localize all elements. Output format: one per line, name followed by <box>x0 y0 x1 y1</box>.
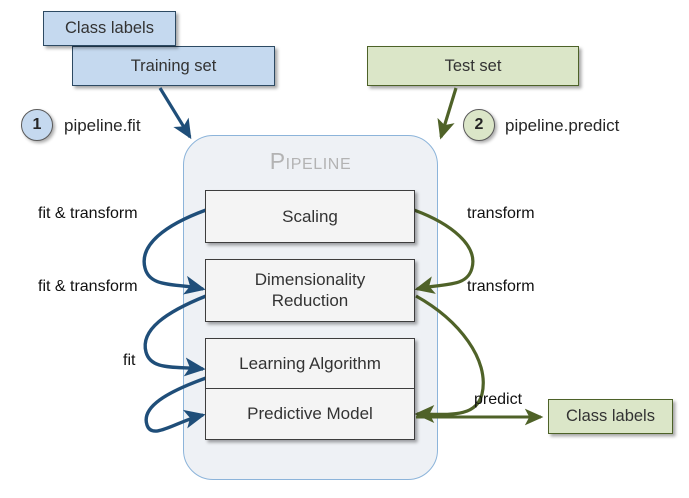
edge-label-predict: predict <box>474 391 523 408</box>
step-1-label: pipeline.fit <box>64 116 141 135</box>
dimred-line-2: Reduction <box>271 290 349 310</box>
step-2-number: 2 <box>474 116 484 133</box>
stage-predictive-model[interactable]: Predictive Model <box>206 389 414 439</box>
training-set-box[interactable]: Training set <box>72 46 275 86</box>
edge-label-transform-1: transform <box>467 205 535 222</box>
edge-label-fit: fit <box>123 352 136 369</box>
step-2-label: pipeline.predict <box>505 116 620 135</box>
stage-dimensionality-reduction[interactable]: Dimensionality Reduction <box>205 259 415 322</box>
class-labels-input-label: Class labels <box>65 19 154 37</box>
stage-predictive-model-label: Predictive Model <box>247 404 373 423</box>
pipeline-title: Pipeline <box>269 148 352 174</box>
stage-scaling-label: Scaling <box>282 206 338 226</box>
class-labels-output-box[interactable]: Class labels <box>548 399 673 434</box>
step-2-circle[interactable]: 2 <box>463 109 495 141</box>
test-set-box[interactable]: Test set <box>367 46 579 86</box>
class-labels-output-label: Class labels <box>566 407 655 425</box>
edge-label-fit-transform-1: fit & transform <box>38 205 138 222</box>
test-set-label: Test set <box>444 56 502 75</box>
stage-learning-algorithm[interactable]: Learning Algorithm <box>206 339 414 389</box>
edge-label-transform-2: transform <box>467 278 535 295</box>
stage-scaling[interactable]: Scaling <box>205 190 415 243</box>
arrow-test-set-to-pipeline <box>437 87 458 140</box>
stage-model-group: Learning Algorithm Predictive Model <box>205 338 415 440</box>
step-1-circle[interactable]: 1 <box>21 109 53 141</box>
edge-label-fit-transform-2: fit & transform <box>38 278 138 295</box>
arrow-training-set-to-pipeline <box>158 87 192 140</box>
training-set-label: Training set <box>130 56 217 75</box>
stage-dimensionality-reduction-label: Dimensionality Reduction <box>255 270 366 311</box>
dimred-line-1: Dimensionality <box>254 269 366 289</box>
stage-learning-algorithm-label: Learning Algorithm <box>239 353 381 373</box>
class-labels-input-box[interactable]: Class labels <box>43 11 176 46</box>
step-1-number: 1 <box>32 116 42 133</box>
